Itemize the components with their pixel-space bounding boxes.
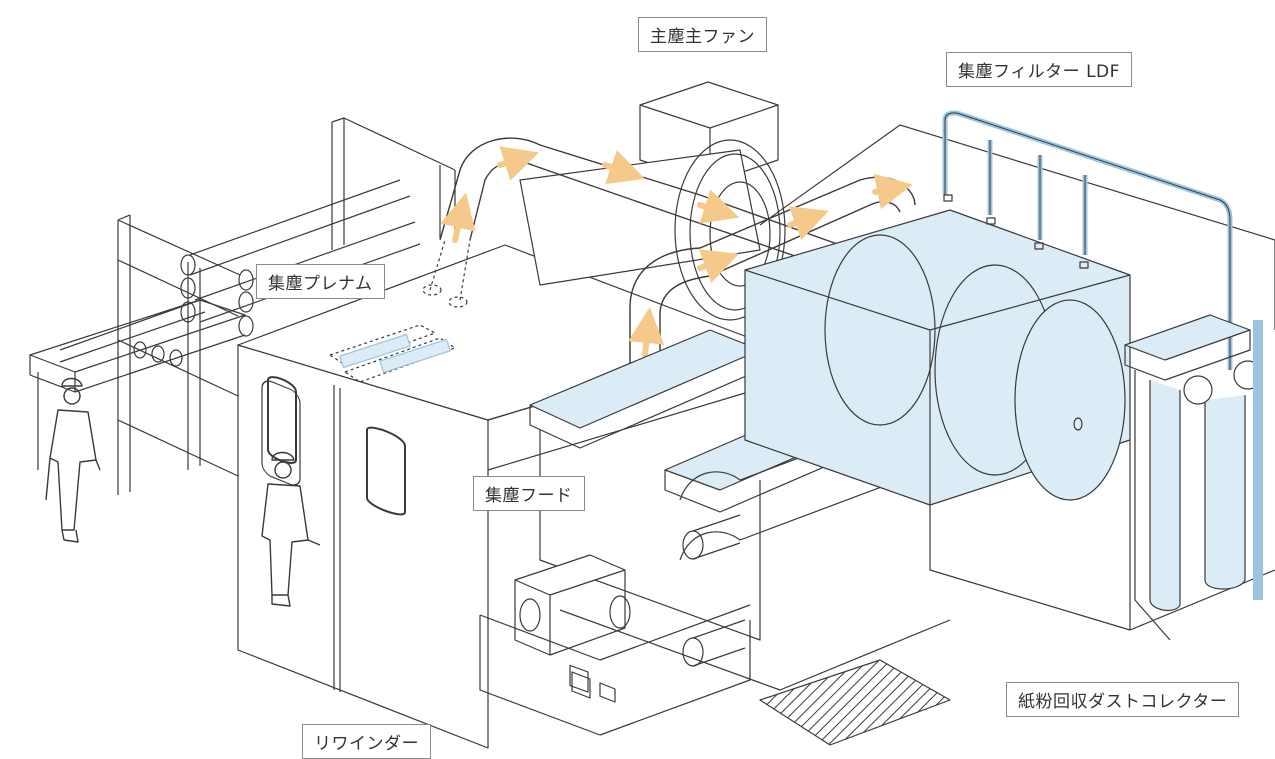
label-dust-collector: 紙粉回収ダストコレクター [1006, 682, 1240, 717]
label-rewinder: リワインダー [302, 724, 431, 759]
label-dust-hood: 集塵フード [473, 476, 585, 511]
worker-figure [261, 451, 321, 607]
drive-unit [479, 554, 951, 746]
dust-plenum [329, 239, 471, 383]
label-filter-ldf: 集塵フィルター LDF [946, 52, 1132, 87]
filter-ldf [744, 124, 1275, 631]
label-dust-plenum: 集塵プレナム [256, 264, 385, 299]
worker-figure [45, 377, 101, 543]
dust-collector [942, 110, 1263, 641]
label-main-fan: 主塵主ファン [638, 17, 767, 52]
